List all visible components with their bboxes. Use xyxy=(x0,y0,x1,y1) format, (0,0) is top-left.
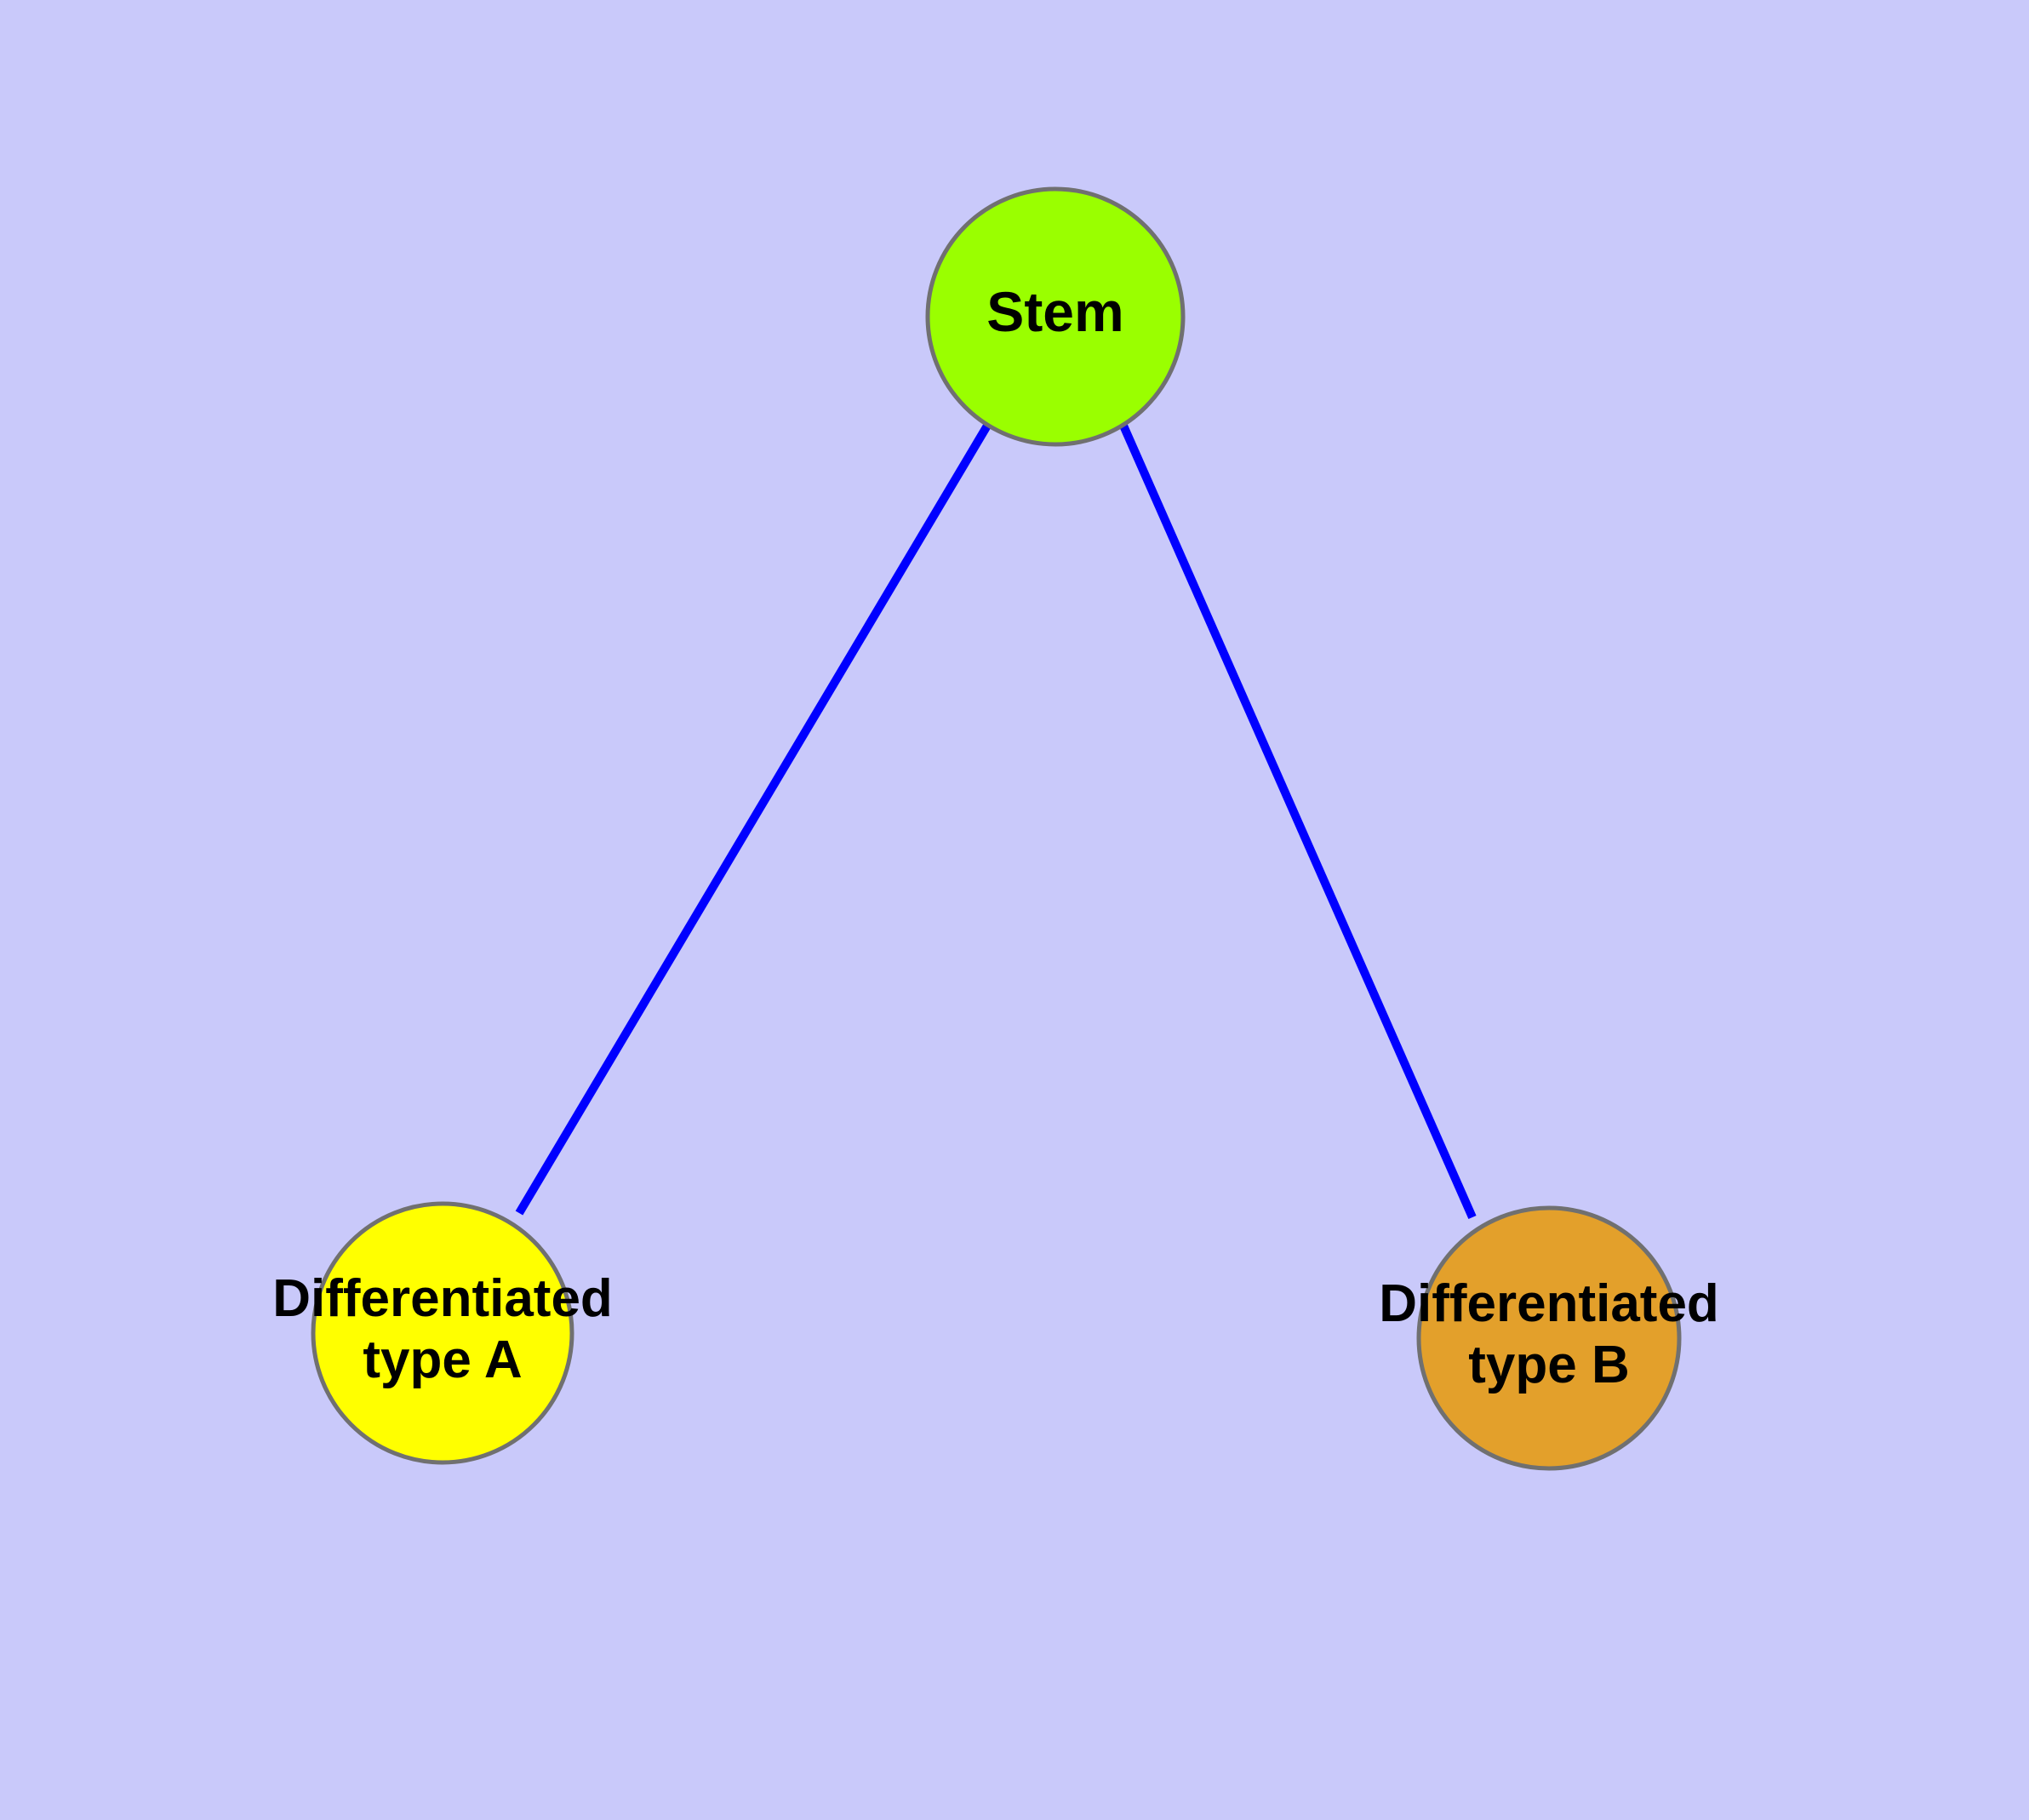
node-circle-diff_a[interactable] xyxy=(311,1201,574,1465)
node-label-line: type A xyxy=(363,1331,522,1389)
node-label-stem: Stem xyxy=(986,280,1123,343)
node-circle-diff_b[interactable] xyxy=(1416,1205,1682,1471)
node-label-line: type B xyxy=(1468,1336,1629,1394)
edge-stem-to-a xyxy=(515,423,992,1216)
node-label-line: Differentiated xyxy=(272,1269,613,1328)
node-stem[interactable]: Stem xyxy=(925,186,1186,447)
edges-group xyxy=(515,423,1477,1220)
node-circle-stem[interactable] xyxy=(925,186,1186,447)
edge-stem-to-b xyxy=(1119,423,1477,1220)
node-label-line: Differentiated xyxy=(1379,1274,1719,1333)
node-label-line: Stem xyxy=(986,280,1123,343)
